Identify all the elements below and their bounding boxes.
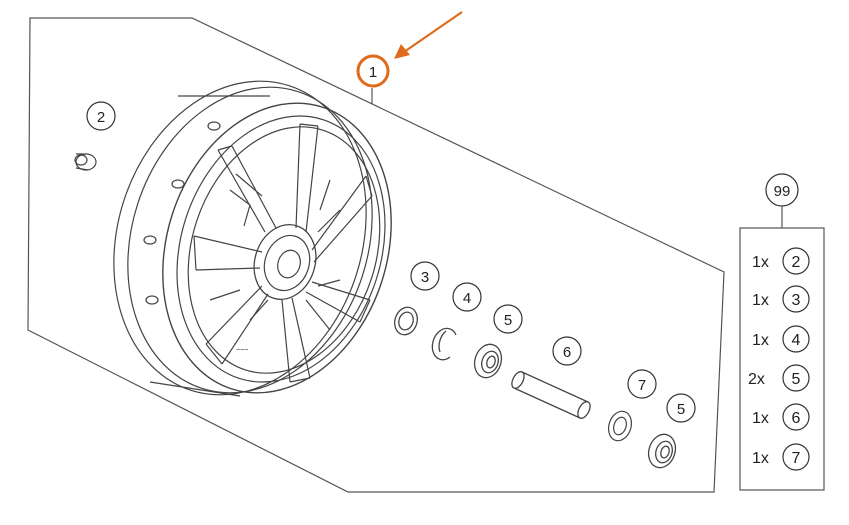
callout-label: 2: [97, 109, 105, 126]
callout-4[interactable]: 4: [452, 282, 482, 312]
kit-part-number: 6: [792, 410, 801, 427]
kit-qty: 1x: [752, 450, 769, 467]
kit-row-2[interactable]: 1x 3: [752, 285, 810, 313]
callout-7[interactable]: 7: [627, 369, 657, 399]
kit-row-1[interactable]: 1x 2: [752, 247, 810, 275]
kit-part-number: 7: [792, 450, 801, 467]
kit-qty: 1x: [752, 332, 769, 349]
callout-label: 5: [677, 401, 685, 418]
kit-contents-box: [739, 227, 825, 491]
callout-2[interactable]: 2: [86, 101, 116, 131]
callout-label: 1: [369, 64, 377, 81]
kit-qty: 2x: [748, 371, 765, 388]
callout-label: 4: [463, 290, 471, 307]
part-2-valve-cap: [74, 153, 97, 171]
callout-5-left[interactable]: 5: [493, 304, 523, 334]
kit-row-3[interactable]: 1x 4: [752, 325, 810, 353]
svg-text:~~~: ~~~: [236, 347, 248, 354]
part-6-spacer-sleeve: [511, 371, 591, 419]
kit-part-number: 3: [792, 292, 801, 309]
kit-row-4[interactable]: 2x 5: [748, 364, 810, 392]
kit-qty: 1x: [752, 292, 769, 309]
callout-label: 3: [421, 269, 429, 286]
callout-label: 7: [638, 377, 646, 394]
kit-label: 99: [774, 183, 791, 200]
kit-qty: 1x: [752, 410, 769, 427]
part-4-circlip: [431, 327, 457, 361]
kit-row-5[interactable]: 1x 6: [752, 403, 810, 431]
kit-row-6[interactable]: 1x 7: [752, 443, 810, 471]
part-5-bearing-left: [473, 343, 503, 379]
kit-part-number: 5: [792, 371, 801, 388]
callout-5-right[interactable]: 5: [666, 393, 696, 423]
kit-part-number: 4: [792, 332, 801, 349]
part-7-washer: [607, 410, 633, 442]
callout-label: 6: [563, 344, 571, 361]
part-3-seal-ring: [394, 306, 418, 336]
highlight-arrow: [394, 11, 463, 59]
kit-qty: 1x: [752, 254, 769, 271]
part-5-bearing-right: [647, 433, 677, 469]
callout-3[interactable]: 3: [410, 261, 440, 291]
wheel-rim-drawing: ~~~: [113, 80, 392, 397]
kit-99-callout[interactable]: 99: [765, 173, 799, 207]
assembly-frame: [27, 17, 725, 493]
callout-1[interactable]: 1: [356, 54, 390, 88]
callout-label: 5: [504, 312, 512, 329]
kit-part-number: 2: [792, 254, 801, 271]
callout-6[interactable]: 6: [552, 336, 582, 366]
